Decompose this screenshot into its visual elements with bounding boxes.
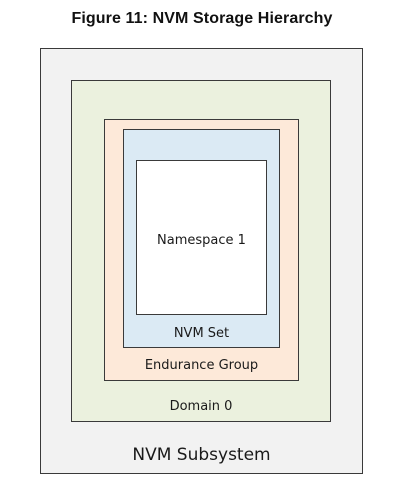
namespace-box: Namespace 1 xyxy=(136,160,267,315)
figure-caption: Figure 11: NVM Storage Hierarchy xyxy=(71,10,333,27)
namespace-label: Namespace 1 xyxy=(157,233,246,248)
domain-label: Domain 0 xyxy=(169,399,233,414)
endurance-group-label: Endurance Group xyxy=(144,358,259,373)
nvm-set-label: NVM Set xyxy=(173,326,230,341)
nvm-subsystem-label: NVM Subsystem xyxy=(132,445,271,465)
